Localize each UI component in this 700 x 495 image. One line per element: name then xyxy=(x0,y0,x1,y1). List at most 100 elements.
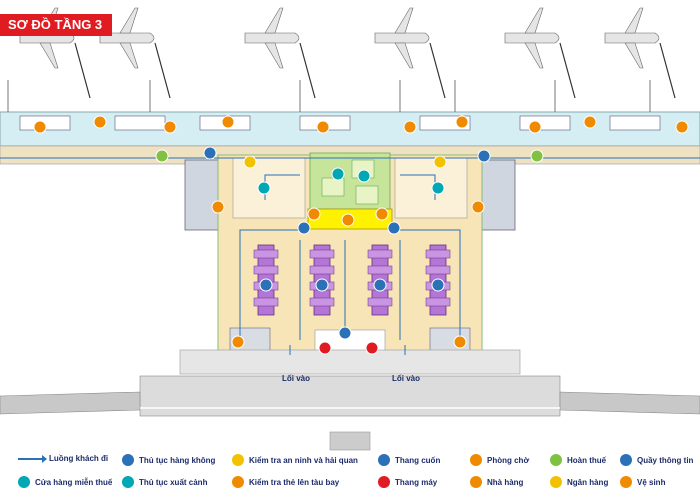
boarding-check-icon xyxy=(307,207,321,221)
toilet-icon xyxy=(221,115,235,129)
waiting-room-icon xyxy=(231,335,245,349)
legend-label: Phòng chờ xyxy=(487,455,530,465)
checkin-icon xyxy=(373,278,387,292)
gate-box-6 xyxy=(519,115,571,131)
legend-label: Thang cuốn xyxy=(395,455,441,465)
checkin-icon xyxy=(259,278,273,292)
legend-item: Quầy thông tin xyxy=(620,454,693,466)
map-icons xyxy=(33,115,689,355)
restaurant-icon xyxy=(316,120,330,134)
info-icon xyxy=(620,454,632,466)
entrance-label-left: Lối vào xyxy=(282,374,311,383)
toilet-icon xyxy=(583,115,597,129)
page-title: SƠ ĐỒ TẦNG 3 xyxy=(0,14,113,36)
gate-box-2 xyxy=(114,115,166,131)
checkin-icon xyxy=(122,454,134,466)
legend-item: Thủ tục xuất cảnh xyxy=(122,476,207,488)
duty-free-shop-3 xyxy=(355,185,379,205)
tax-refund-icon xyxy=(155,149,169,163)
restaurant-icon xyxy=(470,476,482,488)
restaurant-icon xyxy=(528,120,542,134)
legend-item: Kiểm tra an ninh và hải quan xyxy=(232,454,358,466)
legend-item: Ngân hàng xyxy=(550,476,608,488)
legend-label: Hoàn thuế xyxy=(567,455,607,465)
road-right xyxy=(559,391,700,415)
legend-item: Thủ tục hàng không xyxy=(122,454,215,466)
upper-hall-right xyxy=(394,157,468,219)
elevator-icon xyxy=(318,341,332,355)
emigration-icon xyxy=(257,181,271,195)
escalator-icon xyxy=(297,221,311,235)
aircraft-3 xyxy=(244,7,316,99)
boarding-check-icon xyxy=(232,476,244,488)
checkin-icon xyxy=(431,278,445,292)
duty-free-icon xyxy=(331,167,345,181)
boarding-check-icon xyxy=(375,207,389,221)
ground-stairs xyxy=(329,431,371,451)
security-icon xyxy=(243,155,257,169)
waiting-room-icon xyxy=(470,454,482,466)
road-left xyxy=(0,391,141,415)
legend-label: Thủ tục hàng không xyxy=(139,455,216,465)
tax-refund-icon xyxy=(530,149,544,163)
legend-label: Kiểm tra thẻ lên tàu bay xyxy=(249,477,340,487)
toilet-icon xyxy=(33,120,47,134)
escalator-icon xyxy=(378,454,390,466)
passenger-flow-lines xyxy=(0,157,700,355)
legend-label: Ngân hàng xyxy=(567,477,609,487)
elevator-icon xyxy=(365,341,379,355)
info-icon xyxy=(338,326,352,340)
legend-item: Vệ sinh xyxy=(620,476,665,488)
duty-free-shop-2 xyxy=(321,177,345,197)
legend-label: Quầy thông tin xyxy=(637,455,694,465)
waiting-room-icon xyxy=(211,200,225,214)
legend-item: Kiểm tra thẻ lên tàu bay xyxy=(232,476,339,488)
waiting-room-icon xyxy=(471,200,485,214)
legend-label: Kiểm tra an ninh và hải quan xyxy=(249,455,358,465)
toilet-icon xyxy=(341,213,355,227)
waiting-room-icon xyxy=(453,335,467,349)
toilet-icon xyxy=(620,476,632,488)
legend-item: Thang cuốn xyxy=(378,454,440,466)
legend-label: Thủ tục xuất cảnh xyxy=(139,477,208,487)
curbside-band xyxy=(179,349,521,375)
aircraft-5 xyxy=(504,7,576,99)
gate-box-7 xyxy=(609,115,661,131)
road-platform xyxy=(139,375,561,417)
toilet-icon xyxy=(675,120,689,134)
flow-line-2 xyxy=(400,229,461,340)
legend-label: Vệ sinh xyxy=(637,477,666,487)
security-icon xyxy=(433,155,447,169)
checkin-icon xyxy=(203,146,217,160)
checkin-icon xyxy=(315,278,329,292)
arrow-line-icon xyxy=(18,454,47,463)
security-icon xyxy=(232,454,244,466)
aircraft-2 xyxy=(99,7,171,99)
legend-item: Cửa hàng miễn thuế xyxy=(18,476,112,488)
legend-label: Thang máy xyxy=(395,477,438,487)
aircraft-group xyxy=(19,7,676,99)
emigration-icon xyxy=(431,181,445,195)
legend-item: Phòng chờ xyxy=(470,454,529,466)
tax-refund-icon xyxy=(550,454,562,466)
toilet-icon xyxy=(455,115,469,129)
entrance-label-right: Lối vào xyxy=(392,374,421,383)
checkin-icon xyxy=(477,149,491,163)
duty-free-icon xyxy=(357,169,371,183)
aircraft-4 xyxy=(374,7,446,99)
aircraft-6 xyxy=(604,7,676,99)
legend-label: Luồng khách đi xyxy=(49,454,109,463)
legend-label: Nhà hàng xyxy=(487,477,524,487)
legend-label: Cửa hàng miễn thuế xyxy=(35,477,113,487)
legend-item: Luồng khách đi xyxy=(18,454,108,463)
escalator-icon xyxy=(387,221,401,235)
toilet-icon xyxy=(93,115,107,129)
bank-icon xyxy=(550,476,562,488)
restaurant-icon xyxy=(403,120,417,134)
legend-item: Nhà hàng xyxy=(470,476,523,488)
flow-line-1 xyxy=(239,229,300,340)
emigration-icon xyxy=(122,476,134,488)
legend-item: Thang máy xyxy=(378,476,437,488)
